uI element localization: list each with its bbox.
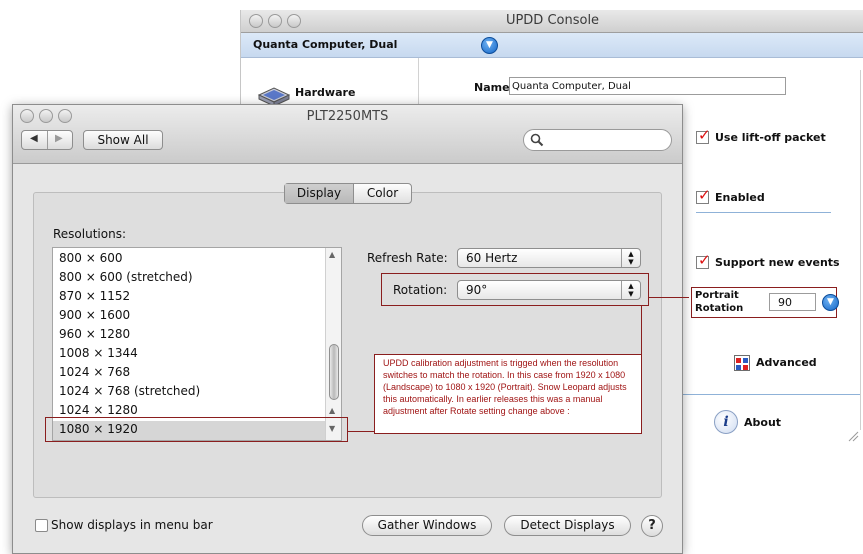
rotation-value: 90°: [466, 283, 488, 297]
minimize-button[interactable]: [39, 109, 53, 123]
support-events-checkbox[interactable]: ✓: [696, 251, 711, 269]
list-scrollbar[interactable]: ▲ ▲ ▼: [325, 248, 341, 440]
back-forward-control: ◀ ▶: [21, 130, 73, 150]
refresh-rate-value: 60 Hertz: [466, 251, 518, 265]
name-label: Name: [474, 81, 510, 94]
help-button[interactable]: ?: [641, 515, 663, 537]
refresh-rate-select[interactable]: 60 Hertz ▲▼: [457, 248, 641, 268]
use-liftoff-checkbox[interactable]: ✓: [696, 126, 711, 144]
separator: [681, 394, 861, 395]
zoom-button[interactable]: [287, 14, 301, 28]
rotation-select[interactable]: 90° ▲▼: [457, 280, 641, 300]
minimize-button[interactable]: [268, 14, 282, 28]
window-edge: [860, 70, 861, 430]
tab-bar: Display Color: [284, 183, 412, 204]
resolutions-list[interactable]: 800 × 600 800 × 600 (stretched) 870 × 11…: [52, 247, 342, 441]
use-liftoff-label: Use lift-off packet: [715, 131, 826, 144]
divider: [47, 131, 48, 149]
device-name: Quanta Computer, Dual: [253, 38, 398, 51]
rotation-highlight-box: [381, 273, 649, 306]
enabled-label: Enabled: [715, 191, 765, 204]
resize-grip-icon[interactable]: [847, 430, 859, 442]
separator: [696, 212, 831, 213]
device-selector-bar: Quanta Computer, Dual ▼: [241, 33, 863, 58]
list-item[interactable]: 1024 × 768: [59, 365, 131, 379]
portrait-rotation-label-line1: Portrait: [695, 290, 739, 301]
sidebar-item-hardware[interactable]: Hardware: [295, 86, 356, 99]
forward-icon[interactable]: ▶: [55, 133, 63, 144]
advanced-label[interactable]: Advanced: [756, 356, 817, 369]
updd-titlebar[interactable]: UPDD Console: [241, 10, 863, 33]
list-item[interactable]: 870 × 1152: [59, 289, 131, 303]
prefs-window-title: PLT2250MTS: [306, 109, 389, 124]
resolutions-label: Resolutions:: [53, 227, 126, 241]
connector-line: [348, 431, 374, 432]
back-icon[interactable]: ◀: [30, 133, 38, 144]
selected-row-highlight: [53, 421, 326, 440]
list-item[interactable]: 1024 × 768 (stretched): [59, 384, 201, 398]
list-item[interactable]: 800 × 600 (stretched): [59, 270, 193, 284]
list-item[interactable]: 900 × 1600: [59, 308, 131, 322]
search-icon: [530, 133, 544, 147]
close-button[interactable]: [20, 109, 34, 123]
annotation-note: UPDD calibration adjustment is trigged w…: [374, 354, 642, 434]
portrait-rotation-label: Portrait Rotation: [695, 289, 743, 315]
scroll-up-icon[interactable]: ▲: [329, 250, 336, 259]
list-item-selected[interactable]: 1080 × 1920: [59, 422, 138, 436]
updown-arrows-icon: ▲▼: [621, 281, 640, 299]
prefs-titlebar[interactable]: PLT2250MTS ◀ ▶ Show All: [13, 105, 682, 164]
hardware-icon: [257, 87, 291, 106]
show-all-button[interactable]: Show All: [83, 130, 163, 150]
list-item[interactable]: 1024 × 1280: [59, 403, 138, 417]
support-events-label: Support new events: [715, 256, 840, 269]
name-field[interactable]: [509, 77, 786, 95]
updd-window-title: UPDD Console: [505, 13, 600, 28]
zoom-button[interactable]: [58, 109, 72, 123]
tab-display[interactable]: Display: [285, 184, 354, 203]
advanced-icon[interactable]: [734, 355, 750, 371]
device-dropdown-button[interactable]: ▼: [481, 37, 498, 54]
show-displays-label: Show displays in menu bar: [51, 518, 213, 532]
portrait-rotation-label-line2: Rotation: [695, 303, 744, 314]
resolution-highlight-box: [45, 417, 348, 442]
list-item[interactable]: 1008 × 1344: [59, 346, 138, 360]
close-button[interactable]: [249, 14, 263, 28]
scroll-down-icon[interactable]: ▼: [329, 424, 336, 433]
detect-displays-button[interactable]: Detect Displays: [504, 515, 631, 536]
scroll-up-icon[interactable]: ▲: [329, 406, 336, 415]
updown-arrows-icon: ▲▼: [621, 249, 640, 267]
gather-windows-button[interactable]: Gather Windows: [362, 515, 492, 536]
tab-color[interactable]: Color: [366, 186, 399, 200]
show-displays-checkbox[interactable]: [35, 519, 48, 532]
rotation-label: Rotation:: [393, 283, 448, 297]
scroll-thumb[interactable]: [329, 344, 339, 400]
portrait-rotation-group: Portrait Rotation 90 ▼: [691, 287, 839, 318]
info-icon[interactable]: i: [714, 410, 738, 434]
about-label[interactable]: About: [744, 416, 782, 429]
portrait-rotation-field[interactable]: 90: [769, 293, 816, 311]
display-preferences-window: PLT2250MTS ◀ ▶ Show All Display Color Re…: [12, 104, 683, 554]
connector-line: [649, 297, 689, 298]
search-field[interactable]: [523, 129, 672, 151]
portrait-rotation-dropdown[interactable]: ▼: [822, 294, 839, 311]
refresh-rate-label: Refresh Rate:: [367, 251, 448, 265]
enabled-checkbox[interactable]: ✓: [696, 186, 711, 204]
list-item[interactable]: 960 × 1280: [59, 327, 131, 341]
list-item[interactable]: 800 × 600: [59, 251, 123, 265]
